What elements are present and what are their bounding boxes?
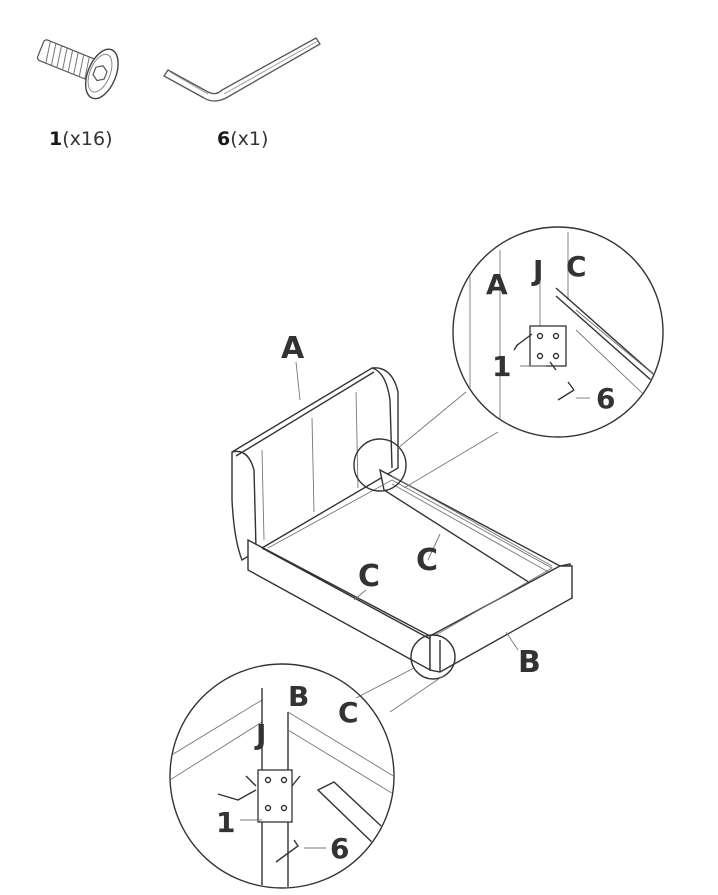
label-top-c: C [566, 250, 587, 283]
part-label-allen-key: 6(x1) [217, 128, 269, 150]
allen-key-icon [163, 37, 321, 102]
label-bottom-j: J [254, 718, 266, 751]
detail-marker-top [353, 438, 407, 492]
label-bottom-key: 6 [330, 832, 349, 865]
detail-bottom: B C J 1 6 [169, 663, 395, 889]
detail-top: A J C 1 6 [452, 226, 664, 438]
label-top-bolt: 1 [492, 350, 511, 383]
label-top-key: 6 [596, 382, 615, 415]
label-bottom-c: C [338, 696, 359, 729]
detail-marker-bottom [410, 634, 456, 680]
label-rail-left: C [358, 559, 380, 594]
part-label-bolt: 1(x16) [49, 128, 113, 150]
bolt-icon [36, 39, 119, 100]
label-headboard: A [281, 331, 305, 366]
label-top-a: A [486, 268, 508, 301]
label-bottom-bolt: 1 [216, 806, 235, 839]
bed-frame [231, 367, 573, 673]
label-bottom-b: B [288, 680, 309, 713]
label-top-j: J [531, 254, 543, 287]
label-footboard: B [518, 645, 541, 680]
label-rail-right: C [416, 543, 438, 578]
